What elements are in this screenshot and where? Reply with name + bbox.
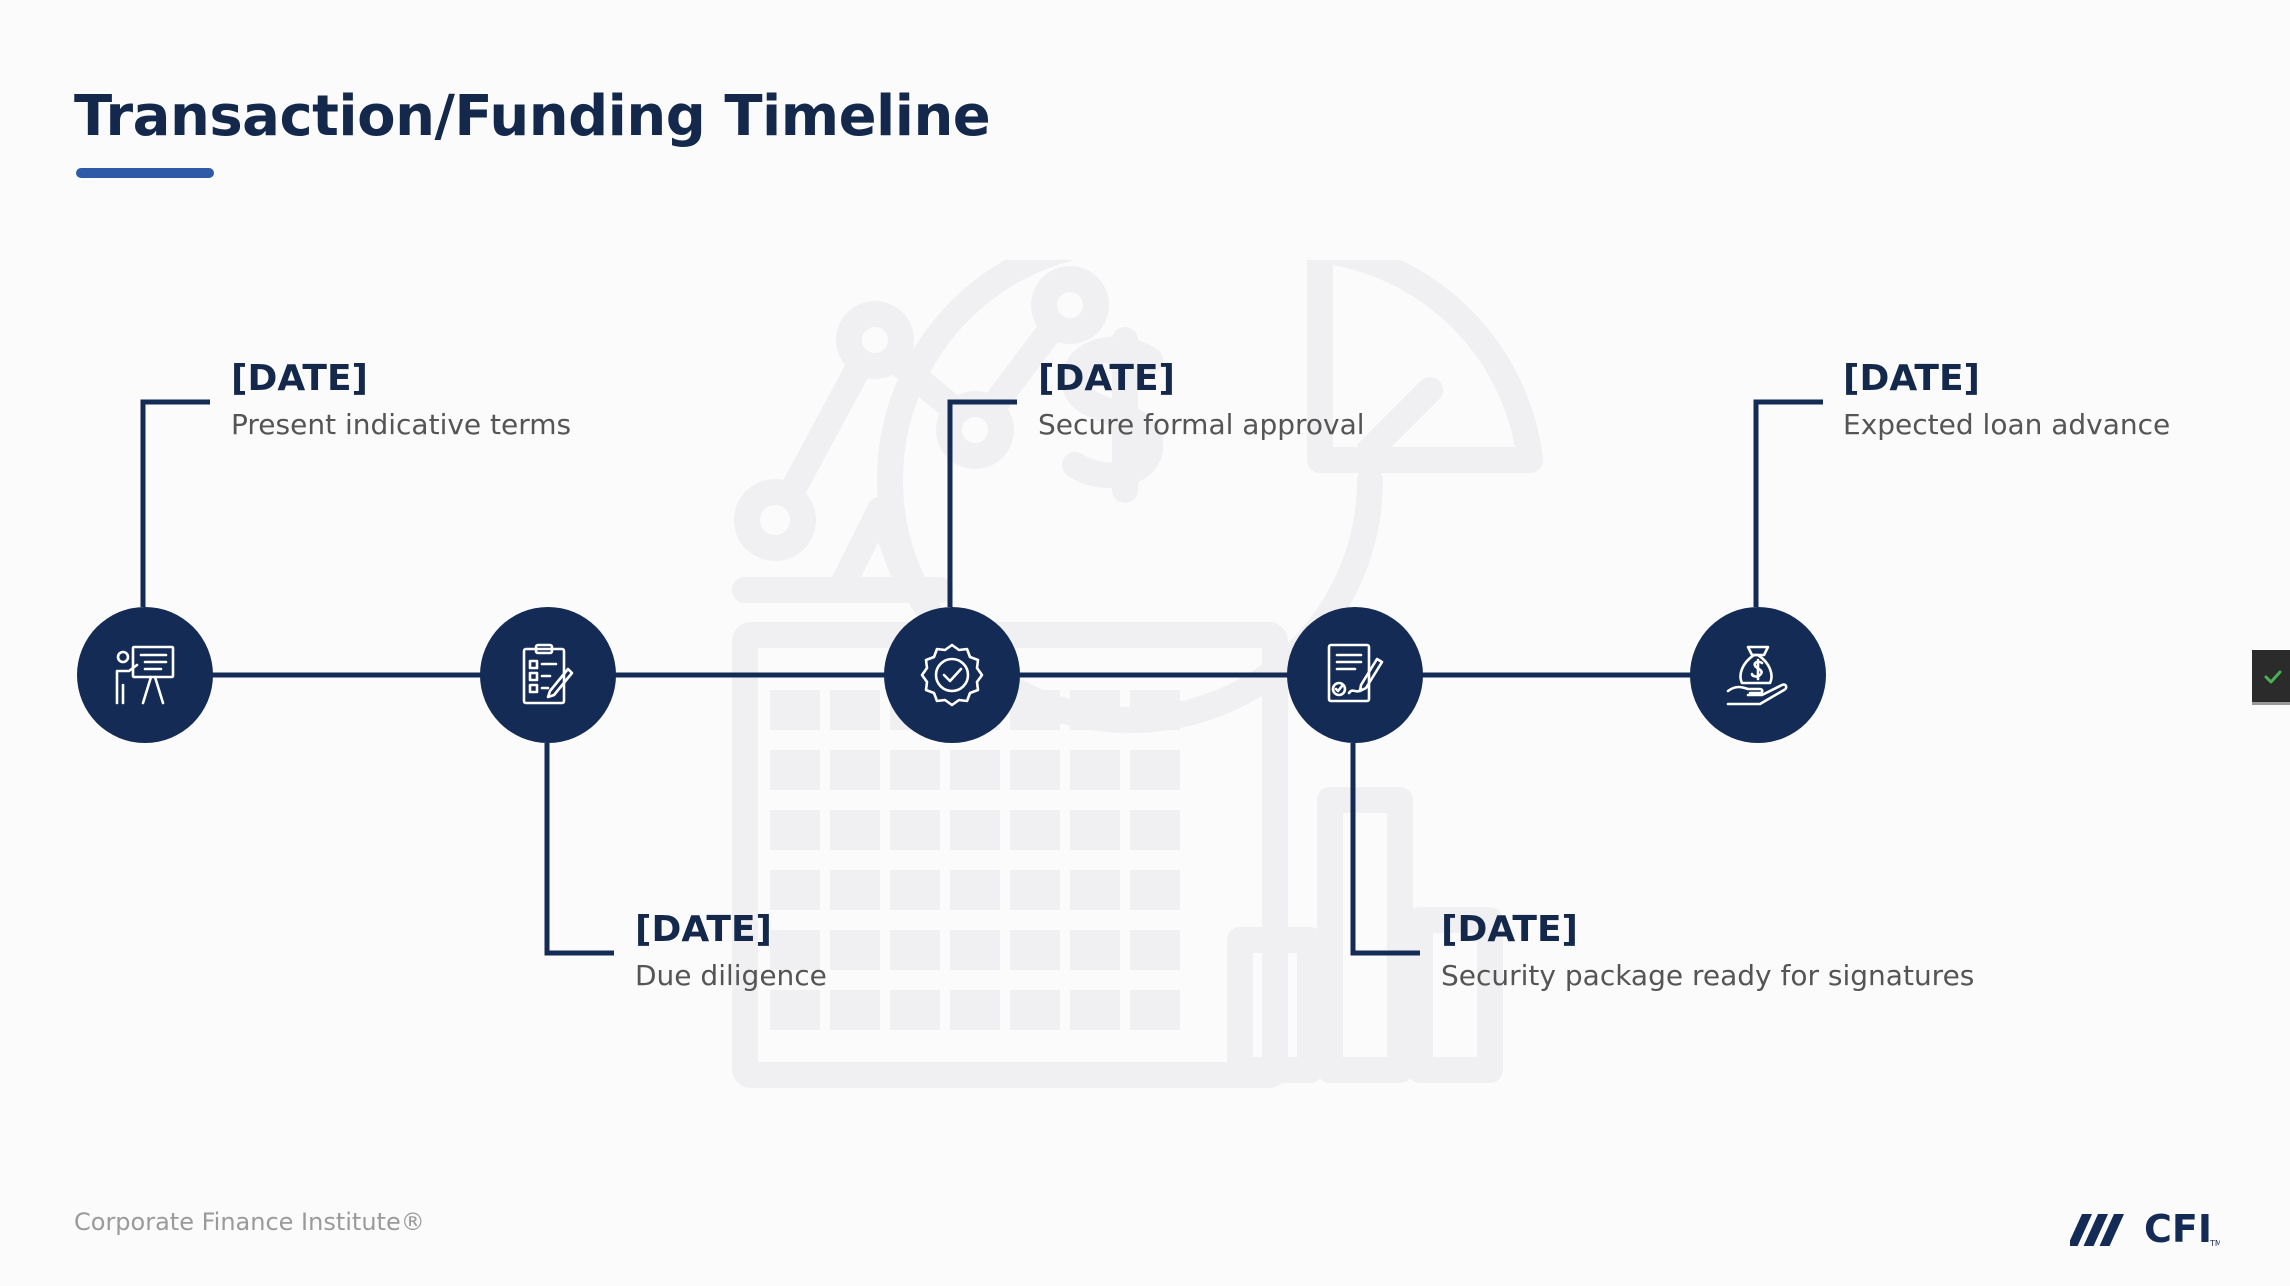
milestone-date: [DATE] <box>1038 358 1176 399</box>
title-underline <box>76 168 214 178</box>
approval-badge-icon <box>920 643 984 707</box>
connector-3 <box>947 399 1017 607</box>
milestone-date: [DATE] <box>635 909 773 950</box>
check-icon <box>2264 670 2282 684</box>
milestone-description: Due diligence <box>635 959 827 992</box>
side-panel-tab[interactable] <box>2252 650 2290 705</box>
milestone-node-5 <box>1690 607 1826 743</box>
connector-4 <box>1350 743 1420 956</box>
milestone-label-2: [DATE] Due diligence <box>635 908 827 996</box>
logo-text: CFI <box>2144 1207 2212 1251</box>
clipboard-checklist-icon <box>522 643 574 705</box>
milestone-description: Security package ready for signatures <box>1441 959 1975 992</box>
milestone-date: [DATE] <box>1441 909 1579 950</box>
connector-1 <box>140 399 210 607</box>
milestone-description: Present indicative terms <box>231 408 572 441</box>
logo-tm: TM <box>2209 1239 2220 1248</box>
milestone-date: [DATE] <box>231 358 369 399</box>
connector-5 <box>1753 399 1823 607</box>
footer-company: Corporate Finance Institute® <box>74 1208 425 1236</box>
milestone-date: [DATE] <box>1843 358 1981 399</box>
money-bag-hand-icon <box>1726 645 1788 706</box>
milestone-label-3: [DATE] Secure formal approval <box>1038 357 1365 445</box>
milestone-node-2 <box>480 607 616 743</box>
milestone-node-1 <box>77 607 213 743</box>
milestone-label-4: [DATE] Security package ready for signat… <box>1441 908 1974 996</box>
document-sign-icon <box>1327 643 1384 703</box>
page-title: Transaction/Funding Timeline <box>74 84 991 149</box>
milestone-node-4 <box>1287 607 1423 743</box>
milestone-label-1: [DATE] Present indicative terms <box>231 357 571 445</box>
milestone-label-5: [DATE] Expected loan advance <box>1843 357 2170 445</box>
cfi-logo: CFI TM <box>2070 1207 2220 1251</box>
milestone-description: Secure formal approval <box>1038 408 1365 441</box>
milestone-description: Expected loan advance <box>1843 408 2171 441</box>
milestone-node-3 <box>884 607 1020 743</box>
finance-watermark-icon <box>732 260 1543 1088</box>
presentation-board-icon <box>115 645 175 705</box>
connector-2 <box>544 743 614 956</box>
